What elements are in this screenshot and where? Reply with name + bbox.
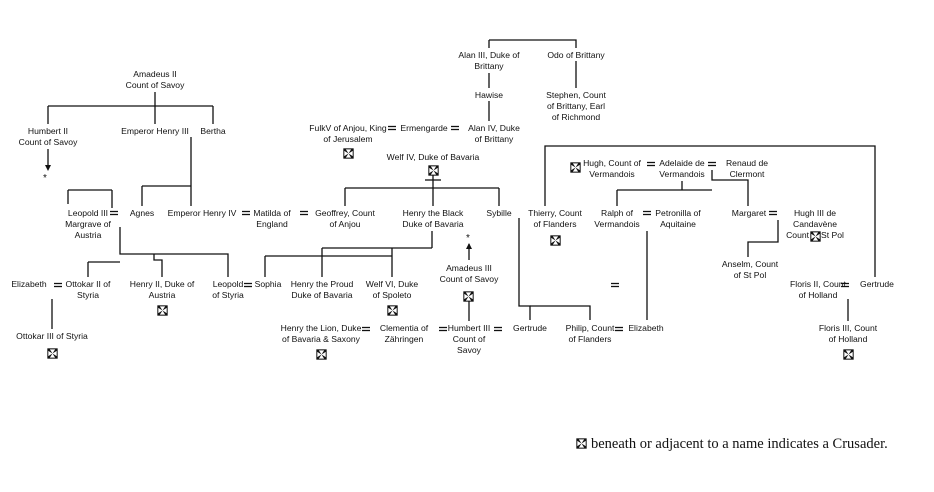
crusader-cross-icon (47, 346, 58, 359)
person-agnes: Agnes (129, 208, 155, 218)
crusader-cross-icon (570, 160, 581, 173)
crusader-cross-icon (316, 347, 327, 360)
person-margaret: Margaret (731, 208, 767, 218)
asterisk-marker: * (466, 233, 470, 244)
person-sybille: Sybille (486, 208, 512, 218)
crusader-cross-icon (576, 437, 587, 449)
legend: beneath or adjacent to a name indicates … (576, 436, 888, 453)
person-hawise: Hawise (474, 90, 504, 100)
person-elizabeth-of-vermandois: Elizabeth (628, 323, 664, 333)
crusader-cross-icon (463, 289, 474, 302)
person-gertrude-of-holland: Gertrude (860, 279, 894, 289)
crusader-cross-icon (550, 233, 561, 246)
asterisk-marker: * (43, 173, 47, 184)
legend-text: beneath or adjacent to a name indicates … (591, 436, 888, 452)
person-ermengarde: Ermengarde (400, 123, 448, 133)
person-ottokar-iii: Ottokar III of Styria (16, 331, 88, 341)
person-elizabeth-of-austria: Elizabeth (11, 279, 47, 289)
crusader-cross-icon (387, 303, 398, 316)
crusader-cross-icon (810, 229, 821, 242)
crusader-cross-icon (343, 146, 354, 159)
crusader-cross-icon (428, 163, 439, 176)
crusader-cross-icon (843, 347, 854, 360)
person-emperor-henry-iii: Emperor Henry III (121, 126, 189, 136)
crusader-cross-icon (157, 303, 168, 316)
person-odo-of-brittany: Odo of Brittany (547, 50, 605, 60)
person-bertha: Bertha (200, 126, 226, 136)
person-emperor-henry-iv: Emperor Henry IV (167, 208, 237, 218)
person-sophia: Sophia (254, 279, 282, 289)
person-welf-iv: Welf IV, Duke of Bavaria (386, 152, 480, 162)
person-gertrude-of-savoy: Gertrude (513, 323, 547, 333)
